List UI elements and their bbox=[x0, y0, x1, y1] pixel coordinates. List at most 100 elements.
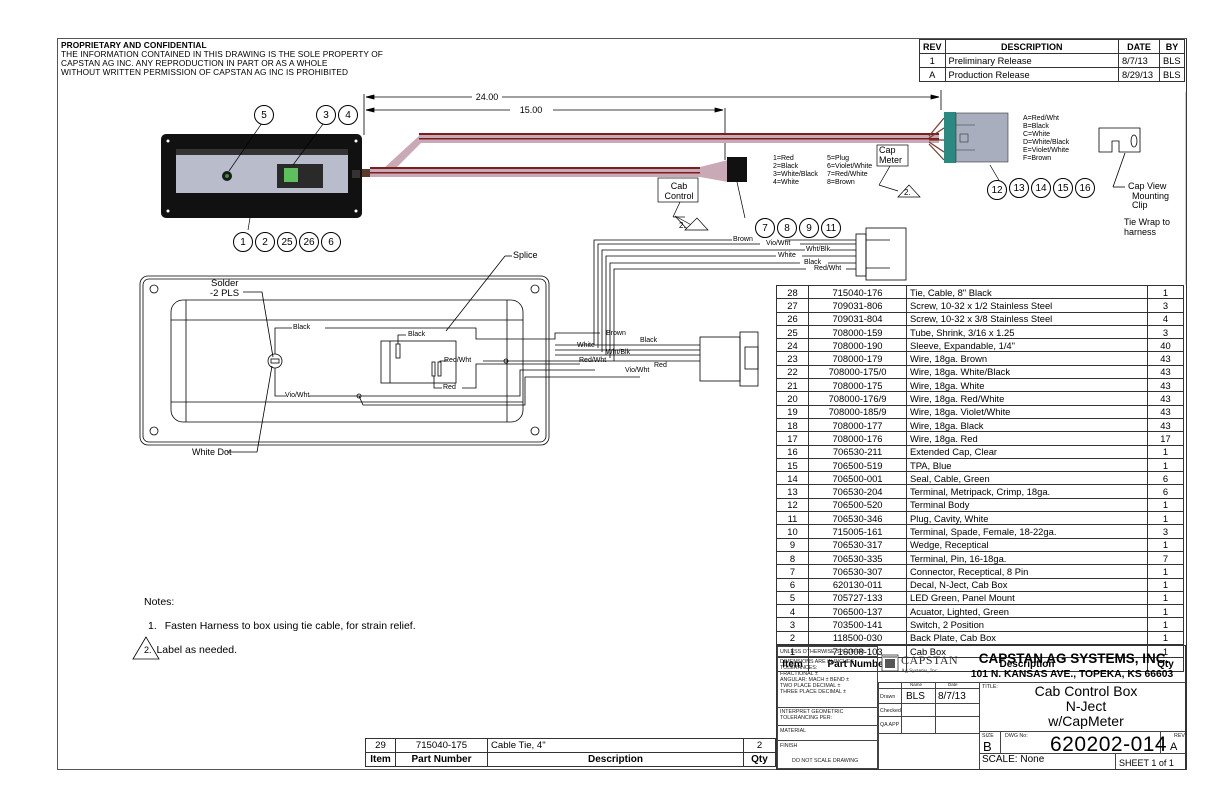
bom-part-number: 708000-190 bbox=[808, 338, 907, 352]
bom-part-number: 706530-346 bbox=[808, 511, 907, 525]
bom-item: 9 bbox=[776, 538, 809, 552]
tolerance-line: TOLERANCES: bbox=[780, 665, 818, 671]
bom-description: Wire, 18ga. Red/White bbox=[906, 391, 1148, 406]
company-name: CAPSTAN AG SYSTEMS, INC. bbox=[978, 651, 1170, 666]
cab-box-schematic bbox=[139, 255, 759, 453]
balloon-item: 11 bbox=[821, 218, 841, 238]
pinout-line: 4=White bbox=[773, 179, 799, 186]
bom-part-number: 706530-307 bbox=[808, 564, 907, 579]
wire-label: Black bbox=[640, 337, 658, 344]
size-label: SIZE bbox=[982, 733, 994, 739]
bom-item: 24 bbox=[776, 338, 809, 352]
note-number: 2. bbox=[144, 645, 152, 655]
bom-qty: 6 bbox=[1147, 484, 1184, 499]
bom-description: Tube, Shrink, 3/16 x 1.25 bbox=[906, 325, 1148, 339]
revision-table: REV DESCRIPTION DATE BY 1 Preliminary Re… bbox=[919, 39, 1185, 82]
bom-item: 8 bbox=[776, 551, 809, 565]
pinout-8pin-col1: 1=Red 2=Black 3=White/Black 4=White bbox=[773, 155, 818, 187]
cable-bundle bbox=[362, 133, 939, 182]
mounting-clip-icon bbox=[1098, 127, 1141, 188]
proprietary-line: WITHOUT WRITTEN PERMISSION OF CAPSTAN AG… bbox=[61, 67, 349, 77]
bom-part-number: 708000-159 bbox=[808, 325, 907, 339]
wire-label: Red bbox=[443, 384, 456, 391]
rev-value: A bbox=[1170, 741, 1178, 753]
balloon-item: 12 bbox=[987, 180, 1007, 200]
tolerance-lines: DIMENSIONS ARE IN INCHES TOLERANCES: FRA… bbox=[780, 659, 854, 695]
proprietary-notice: PROPRIETARY AND CONFIDENTIAL THE INFORMA… bbox=[61, 41, 383, 77]
wire-label: Brown bbox=[606, 330, 626, 337]
revision-row: A Production Release 8/29/13 BLS bbox=[919, 67, 1185, 82]
bom-description: Decal, N-Ject, Cab Box bbox=[906, 578, 1148, 592]
wire-label: White bbox=[778, 252, 796, 259]
bom-part-number: 703500-141 bbox=[808, 617, 907, 632]
pinout-line: 6=Violet/White bbox=[827, 163, 873, 170]
clip-line: Cap View bbox=[1128, 181, 1167, 191]
bom-description: Connector, Receptical, 8 Pin bbox=[906, 564, 1148, 579]
proprietary-line: CAPSTAN AG INC. ANY REPRODUCTION IN PART… bbox=[61, 58, 328, 68]
pinout-line: C=White bbox=[1023, 131, 1051, 138]
bom-qty: 43 bbox=[1147, 405, 1184, 419]
bom-row: 29 715040-175 Cable Tie, 4" 2 bbox=[365, 738, 776, 753]
bom-qty: 4 bbox=[1147, 312, 1184, 326]
bom-description: Wire, 18ga. Brown bbox=[906, 351, 1148, 366]
tag-line: Cap bbox=[879, 145, 896, 155]
cab-box-render bbox=[161, 134, 362, 218]
bom-qty: 40 bbox=[1147, 338, 1184, 352]
notes-title: Notes: bbox=[144, 596, 175, 608]
dwg-no-label: DWG No: bbox=[1005, 733, 1028, 739]
bom-item: 29 bbox=[365, 738, 396, 753]
capstan-logo-icon bbox=[881, 654, 899, 672]
rev-label: REV bbox=[1174, 733, 1185, 739]
cab-control-tag: Cab Control bbox=[661, 181, 697, 201]
note-flag-icon bbox=[132, 636, 160, 660]
tag-line: Cab bbox=[670, 181, 688, 191]
balloon-item: 16 bbox=[1075, 178, 1095, 198]
pinout-line: A=Red/Wht bbox=[1023, 115, 1059, 122]
proprietary-heading: PROPRIETARY AND CONFIDENTIAL bbox=[61, 40, 207, 50]
tolerance-line: FRACTIONAL ± bbox=[780, 671, 818, 677]
proprietary-line: THE INFORMATION CONTAINED IN THIS DRAWIN… bbox=[61, 49, 383, 59]
bom-part-number: 709031-804 bbox=[808, 312, 907, 326]
bom-part-number: 706530-204 bbox=[808, 484, 907, 499]
bom-qty: 1 bbox=[1147, 445, 1184, 459]
schematic-wires bbox=[593, 227, 907, 361]
bom-description: Sleeve, Expandable, 1/4" bbox=[906, 338, 1148, 352]
tolerance-line: DIMENSIONS ARE IN INCHES bbox=[780, 659, 854, 665]
bom-description: Terminal, Pin, 16-18ga. bbox=[906, 551, 1148, 565]
do-not-scale-label: DO NOT SCALE DRAWING bbox=[792, 758, 859, 764]
bom-item: 25 bbox=[776, 325, 809, 339]
bom-description: Back Plate, Cab Box bbox=[906, 631, 1148, 645]
drawn-date: 8/7/13 bbox=[938, 691, 966, 702]
pinout-line: B=Black bbox=[1023, 123, 1049, 130]
bom-description: Seal, Cable, Green bbox=[906, 471, 1148, 485]
wire-label: White bbox=[577, 342, 595, 349]
interpret-line: INTERPRET GEOMETRIC bbox=[780, 709, 844, 715]
bom-qty: 43 bbox=[1147, 365, 1184, 379]
interpret-lines: INTERPRET GEOMETRIC TOLERANCING PER: bbox=[780, 709, 843, 721]
bom-item: 7 bbox=[776, 564, 809, 579]
bom-qty: 1 bbox=[1147, 538, 1184, 552]
wire-label: Red/Wht bbox=[579, 357, 607, 364]
bom-description: Wire, 18ga. White bbox=[906, 378, 1148, 392]
bom-qty: 2 bbox=[743, 738, 776, 753]
bom-part-number: 706530-317 bbox=[808, 538, 907, 552]
bom-qty: 1 bbox=[1147, 458, 1184, 472]
bom-header-description: Description bbox=[487, 752, 744, 767]
wire-label: Vio/Wht bbox=[625, 367, 650, 374]
wire-label: Red/Wht bbox=[814, 265, 842, 272]
drawing-number: 620202-014 bbox=[1050, 733, 1168, 756]
capstan-logo: CAPSTAN Ag Systems, Inc. bbox=[881, 651, 961, 681]
tie-wrap-label: Tie Wrap to harness bbox=[1124, 217, 1170, 237]
logo-name: CAPSTAN bbox=[901, 653, 959, 667]
bom-part-number: 708000-185/9 bbox=[808, 405, 907, 419]
